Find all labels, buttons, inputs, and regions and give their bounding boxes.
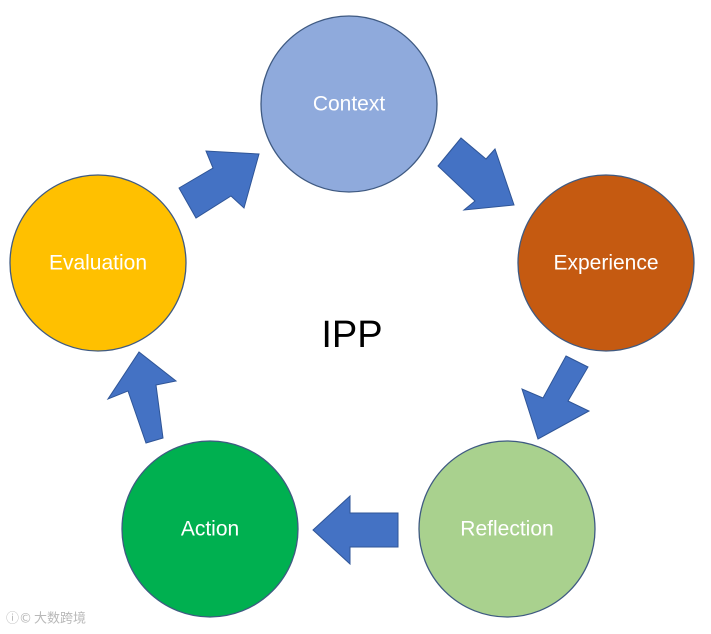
watermark: ⓘ© 大数跨境	[6, 612, 86, 627]
action-label: Action	[181, 518, 239, 541]
context-label: Context	[313, 93, 386, 116]
action-circle	[121, 440, 299, 618]
arrow-context-to-experience	[437, 137, 515, 211]
experience-label: Experience	[553, 252, 658, 275]
node-evaluation: Evaluation	[9, 174, 187, 352]
reflection-label: Reflection	[460, 518, 553, 541]
arrow-action-to-evaluation	[106, 351, 178, 444]
node-action: Action	[121, 440, 299, 618]
evaluation-label: Evaluation	[49, 252, 147, 275]
center-label: IPP	[321, 314, 382, 356]
arrow-experience-to-reflection	[521, 355, 591, 440]
watermark-logo-icon: ⓘ©	[6, 612, 32, 627]
reflection-circle	[418, 440, 596, 618]
context-circle	[260, 15, 438, 193]
arrow-evaluation-to-context	[178, 150, 260, 219]
evaluation-circle	[9, 174, 187, 352]
arrow-reflection-to-action	[312, 494, 399, 566]
node-reflection: Reflection	[418, 440, 596, 618]
experience-circle	[517, 174, 695, 352]
watermark-text: 大数跨境	[34, 612, 86, 627]
node-experience: Experience	[517, 174, 695, 352]
node-context: Context	[260, 15, 438, 193]
cycle-arrows	[106, 137, 591, 566]
